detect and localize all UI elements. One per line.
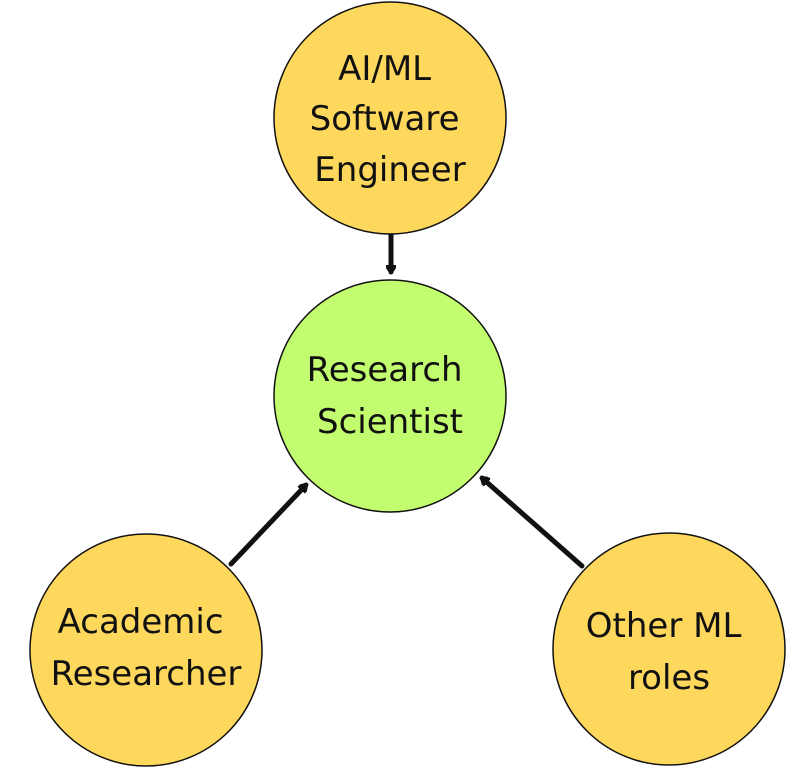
node-label-line: Engineer <box>314 150 465 190</box>
node-label-line: Researcher <box>51 654 242 694</box>
node-circle <box>273 279 507 513</box>
node-circle <box>29 533 263 767</box>
node-label-line: Research <box>307 350 463 390</box>
node-circle <box>552 532 786 766</box>
edge-academic-to-research-scientist <box>228 482 309 567</box>
node-circle <box>273 1 507 235</box>
node-label-line: Academic <box>58 602 224 642</box>
node-ai-ml-engineer: AI/ML Software Engineer <box>273 1 507 235</box>
node-academic-researcher: Academic Researcher <box>29 533 263 767</box>
node-research-scientist: Research Scientist <box>273 279 507 513</box>
node-label-line: AI/ML <box>338 49 431 89</box>
svg-text:Other ML roles: Other ML roles <box>586 606 752 698</box>
svg-text:AI/ML Software Eng: AI/ML Software Engineer <box>310 49 471 190</box>
node-label-line: Other ML <box>586 606 742 646</box>
node-label-line: Software <box>310 99 460 139</box>
svg-text:Research Scientist: Research Scientist <box>307 350 474 442</box>
node-label-line: roles <box>628 658 710 698</box>
node-label-line: Scientist <box>317 402 463 442</box>
edges <box>228 230 585 569</box>
node-other-ml-roles: Other ML roles <box>552 532 786 766</box>
svg-text:Academic Researcher: Academic Researcher <box>51 602 242 694</box>
edge-other-ml-to-research-scientist <box>479 475 585 569</box>
